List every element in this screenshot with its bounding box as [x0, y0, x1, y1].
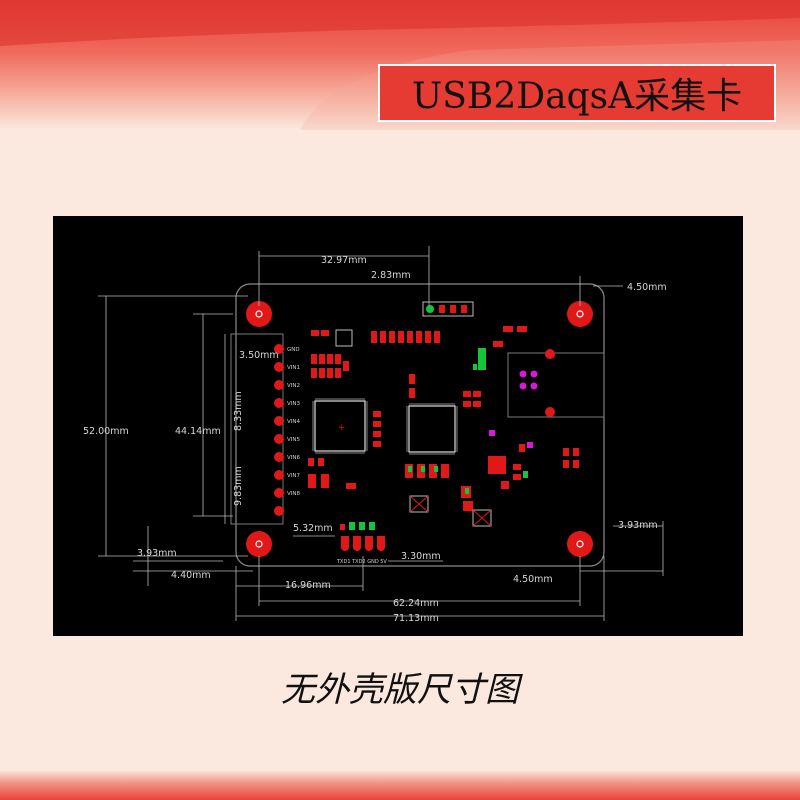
dim-pin-pitch: 8.33mm — [233, 391, 244, 431]
dim-pin-lower: 9.83mm — [233, 466, 244, 506]
dim-right-bottom-y: 3.93mm — [618, 520, 658, 531]
dim-pin-top: 3.50mm — [239, 350, 279, 361]
pin-label: VIN4 — [287, 419, 300, 425]
pin-label: VIN7 — [287, 473, 300, 479]
dimension-lines — [98, 246, 664, 621]
pin-label: VIN3 — [287, 401, 300, 407]
mounting-hole-bottom-right — [567, 531, 593, 557]
terminal-pads — [274, 344, 284, 516]
dim-total-width: 71.13mm — [393, 613, 439, 624]
smd-components — [308, 326, 579, 548]
bottom-connector: TXD1 TXD2 GND 5V — [336, 543, 387, 565]
dim-hole-span: 62.24mm — [393, 598, 439, 609]
page-title: USB2DaqsA采集卡 — [411, 76, 743, 117]
dimension-drawing: GND VIN1 VIN2 VIN3 VIN4 VIN5 VIN6 VIN7 V… — [53, 216, 743, 636]
small-chip — [335, 329, 353, 347]
main-chips: + — [312, 398, 458, 455]
dim-right-bottom-x: 4.50mm — [513, 574, 553, 585]
dim-top-offset: 2.83mm — [371, 270, 411, 281]
svg-text:+: + — [338, 423, 346, 433]
pin-label: VIN6 — [287, 455, 300, 461]
usb-connector-outline — [507, 352, 605, 418]
terminal-block — [230, 333, 284, 525]
pin-label: VIN8 — [287, 491, 300, 497]
switches — [409, 495, 492, 527]
board-outline-svg: GND VIN1 VIN2 VIN3 VIN4 VIN5 VIN6 VIN7 V… — [83, 246, 667, 624]
dim-left-height: 52.00mm — [83, 426, 129, 437]
terminal-labels: GND VIN1 VIN2 VIN3 VIN4 VIN5 VIN6 VIN7 V… — [287, 347, 300, 497]
mounting-holes — [246, 301, 593, 557]
title-banner: USB2DaqsA采集卡 — [378, 64, 776, 122]
green-components — [349, 348, 528, 530]
dim-right-top: 4.50mm — [627, 282, 667, 293]
pin-label: GND — [287, 347, 300, 353]
dim-top-width: 32.97mm — [321, 255, 367, 266]
pin-label: VIN5 — [287, 437, 300, 443]
board-outline — [235, 283, 605, 567]
dim-inner-height: 44.14mm — [175, 426, 221, 437]
dim-left-edge: 4.40mm — [171, 570, 211, 581]
magenta-accents — [489, 370, 538, 448]
top-header — [422, 301, 474, 317]
dim-left-bottom: 3.93mm — [137, 548, 177, 559]
dimension-labels: 32.97mm 2.83mm 4.50mm 52.00mm 44.14mm 3.… — [83, 255, 667, 624]
dim-connector-offset: 5.32mm — [293, 523, 333, 534]
dim-connector-height: 3.30mm — [401, 551, 441, 562]
mounting-hole-top-left — [246, 301, 272, 327]
drawing-caption: 无外壳版尺寸图 — [281, 670, 519, 710]
pin-label: VIN2 — [287, 383, 300, 389]
bottom-pin-labels: TXD1 TXD2 GND 5V — [336, 559, 387, 565]
mounting-hole-top-right — [567, 301, 593, 327]
dim-connector-pos: 16.96mm — [285, 580, 331, 591]
mounting-hole-bottom-left — [246, 531, 272, 557]
footer-band — [0, 770, 800, 800]
pin-label: VIN1 — [287, 365, 300, 371]
